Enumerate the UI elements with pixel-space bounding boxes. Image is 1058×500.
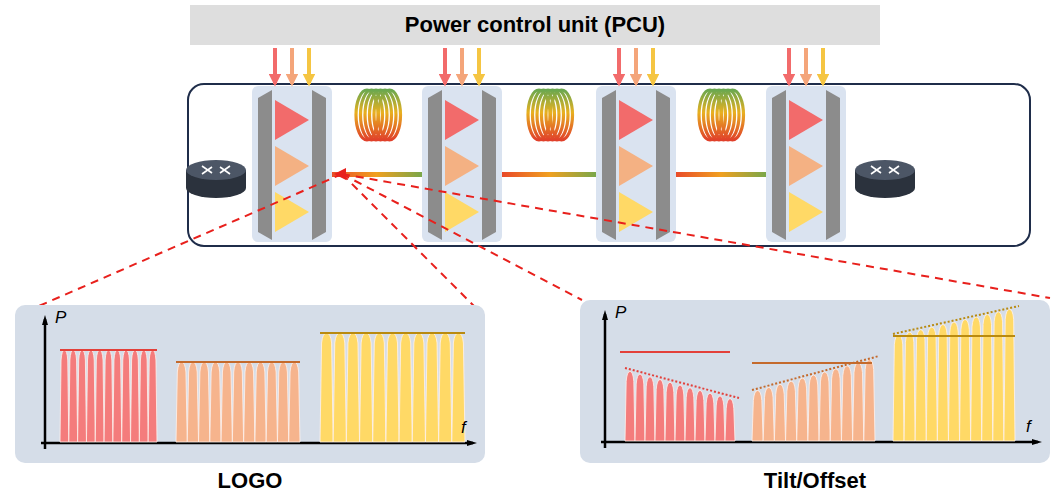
target-level <box>176 361 300 363</box>
fiber-coil <box>356 90 401 140</box>
control-unit-bar: Power control unit (PCU) <box>190 5 880 45</box>
control-arrow <box>290 48 294 84</box>
tilt-line <box>893 306 1019 334</box>
control-arrow <box>804 48 808 84</box>
control-arrow <box>443 48 447 84</box>
axis-label: P <box>615 304 626 323</box>
panel-caption: LOGO <box>15 469 485 493</box>
amplifier-node <box>252 86 332 242</box>
fiber-span <box>497 172 602 177</box>
control-arrow <box>821 48 825 84</box>
fiber-span <box>670 172 772 177</box>
target-level <box>620 351 730 353</box>
channel-comb <box>176 362 300 442</box>
router-icon <box>855 160 915 198</box>
zoom-leader <box>16 174 342 316</box>
channel-comb <box>60 350 157 442</box>
axis-label: f <box>1026 418 1031 437</box>
spectrum-panel: PfLOGO <box>15 305 485 463</box>
unit-title: Power control unit (PCU) <box>405 12 665 38</box>
amplifier-node <box>596 86 676 242</box>
zoom-leader <box>342 174 484 316</box>
channel-comb <box>893 309 1015 441</box>
control-arrow <box>273 48 277 84</box>
spectrum-plot <box>580 300 1050 463</box>
panel-caption: Tilt/Offset <box>580 469 1050 493</box>
channel-comb <box>752 360 875 441</box>
target-level <box>60 349 157 351</box>
zoom-leader <box>342 174 582 300</box>
tilt-line <box>752 356 879 390</box>
amplifier-node <box>422 86 502 242</box>
axis-label: f <box>461 419 466 438</box>
control-arrow <box>634 48 638 84</box>
control-arrow <box>477 48 481 84</box>
target-level <box>893 335 1015 337</box>
spectrum-plot <box>15 305 485 463</box>
zoom-leader <box>342 174 1050 298</box>
control-arrow <box>651 48 655 84</box>
zoom-point <box>334 168 346 180</box>
axis-label: P <box>55 309 66 328</box>
channel-comb <box>320 333 465 442</box>
control-arrow <box>787 48 791 84</box>
router-icon <box>186 160 246 198</box>
fiber-coil <box>528 90 573 140</box>
fiber-coil <box>699 90 744 140</box>
control-arrow <box>617 48 621 84</box>
control-arrow <box>460 48 464 84</box>
tilt-line <box>625 368 739 398</box>
spectrum-panel: PfTilt/Offset <box>580 300 1050 463</box>
amplifier-node <box>766 86 846 242</box>
target-level <box>320 332 465 334</box>
control-arrow <box>307 48 311 84</box>
